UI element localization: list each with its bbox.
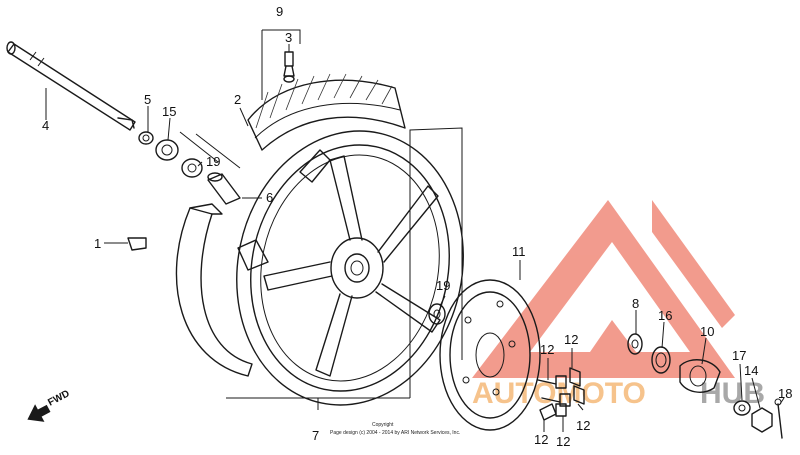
clip: [127, 237, 147, 251]
callout-4: 4: [42, 118, 49, 133]
wheel-rim: [236, 130, 464, 406]
bearing-right: [428, 303, 446, 325]
fwd-arrow-icon: [27, 404, 51, 422]
bracket-left: [179, 131, 241, 169]
tire: [247, 73, 406, 151]
callout-19-right: 19: [436, 278, 450, 293]
callout-12-b: 12: [540, 342, 554, 357]
callout-7: 7: [312, 428, 319, 443]
callouts: 1 2 3 4 5 15 19 6 9 7 19 11 8 16 10 17 1…: [42, 4, 792, 449]
callout-17: 17: [732, 348, 746, 363]
leader-lines: [45, 44, 785, 432]
disc-bolts: [537, 367, 585, 421]
wheel-hub: [330, 237, 384, 299]
copyright-title: Copyright: [372, 422, 394, 428]
bearing-left: [181, 158, 203, 178]
brake-disc: [439, 279, 541, 431]
callout-3: 3: [285, 30, 292, 45]
callout-1: 1: [94, 236, 101, 251]
callout-18: 18: [778, 386, 792, 401]
cotter-pin: [774, 398, 783, 439]
callout-10: 10: [700, 324, 714, 339]
speedometer-gearbox: [679, 359, 721, 393]
fwd-indicator: FWD: [27, 388, 72, 422]
bracket-7: [226, 127, 463, 410]
axle-nut: [751, 407, 773, 433]
distance-collar: [207, 172, 241, 205]
washer: [733, 400, 751, 416]
wheel-spokes: [263, 155, 441, 377]
callout-2: 2: [234, 92, 241, 107]
valve-stem: [283, 51, 295, 83]
callout-8: 8: [632, 296, 639, 311]
callout-12-a: 12: [564, 332, 578, 347]
bracket-9: [261, 29, 301, 100]
callout-19-left: 19: [206, 154, 220, 169]
axle: [6, 41, 136, 131]
callout-6: 6: [266, 190, 273, 205]
copyright-line: Page design (c) 2004 - 2014 by ARI Netwo…: [330, 430, 460, 436]
dust-seal: [155, 139, 179, 161]
callout-14: 14: [744, 363, 758, 378]
callout-12-c: 12: [576, 418, 590, 433]
watermark-brand-part2: HUB: [700, 377, 765, 410]
callout-12-e: 12: [556, 434, 570, 449]
o-ring: [627, 333, 643, 355]
callout-9: 9: [276, 4, 283, 19]
callout-15: 15: [162, 104, 176, 119]
callout-11: 11: [512, 244, 526, 259]
oil-seal: [651, 346, 671, 374]
callout-16: 16: [658, 308, 672, 323]
rim-band: [175, 203, 253, 377]
watermark-logo: AUTOMOTO HUB: [472, 200, 765, 410]
fwd-label: FWD: [46, 388, 71, 408]
callout-12-d: 12: [534, 432, 548, 447]
callout-5: 5: [144, 92, 151, 107]
collar: [138, 131, 154, 145]
